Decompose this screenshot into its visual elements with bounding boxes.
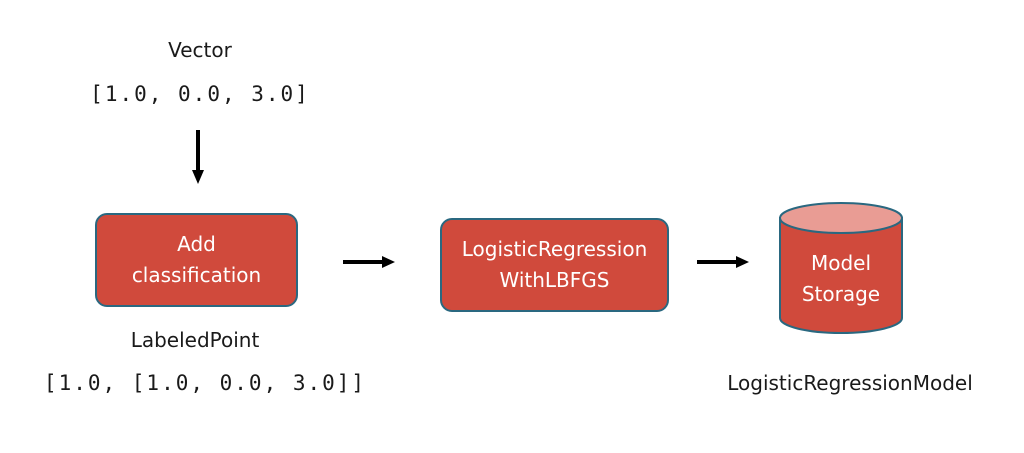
add-classification-line1: Add xyxy=(177,232,216,256)
vector-title: Vector xyxy=(168,38,232,62)
model-storage-label: Model Storage xyxy=(780,248,902,310)
arrow-right-icon-1 xyxy=(343,256,395,268)
arrow-right-icon-2 xyxy=(697,256,749,268)
arrow-down-icon xyxy=(192,130,204,184)
logistic-regression-box: LogisticRegression WithLBFGS xyxy=(440,218,669,312)
add-classification-line2: classification xyxy=(131,263,262,287)
vector-value: [1.0, 0.0, 3.0] xyxy=(90,82,310,106)
labeled-point-value: [1.0, [1.0, 0.0, 3.0]] xyxy=(43,371,367,395)
add-classification-box: Add classification xyxy=(95,213,298,307)
model-storage-line2: Storage xyxy=(801,282,881,306)
logistic-regression-line1: LogisticRegression xyxy=(461,237,648,261)
model-storage-line1: Model xyxy=(810,251,872,275)
logistic-regression-line2: WithLBFGS xyxy=(499,268,610,292)
labeled-point-title: LabeledPoint xyxy=(130,328,260,352)
logistic-regression-model-label: LogisticRegressionModel xyxy=(727,371,973,395)
